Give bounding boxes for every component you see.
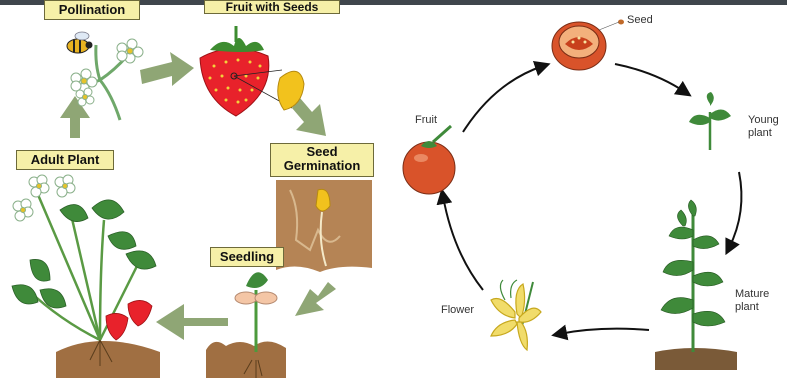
stage-label-young-plant-line1: Young (748, 114, 779, 127)
tomato-cycle-illustration (393, 0, 787, 378)
tomato-life-cycle: Seed Young plant Mature plant Flower Fru… (393, 0, 787, 378)
stage-label-seed-germination: Seed Germination (270, 143, 374, 177)
flower (71, 69, 97, 93)
strawberry-life-cycle: Pollination Fruit with Seeds Seed Germin… (0, 0, 393, 378)
stage-label-flower: Flower (441, 304, 474, 317)
arrow-mature-to-flower (559, 329, 649, 334)
stage-label-mature-plant-line1: Mature (735, 288, 769, 301)
seed-germination (276, 180, 372, 272)
mature-plant (655, 200, 737, 370)
stage-label-young-plant-line2: plant (748, 127, 779, 140)
stage-label-mature-plant: Mature plant (735, 288, 769, 314)
flower (76, 88, 94, 106)
stage-label-seedling: Seedling (210, 247, 284, 267)
arrow-germination-to-seedling (295, 282, 336, 316)
stage-label-young-plant: Young plant (748, 114, 779, 140)
stage-label-adult-plant: Adult Plant (16, 150, 114, 170)
arrow-seed-to-young-plant (615, 64, 685, 92)
arrow-seedling-to-adult (156, 304, 228, 340)
stage-label-seed-germination-line1: Seed (271, 145, 373, 159)
tomato-fruit (403, 126, 455, 194)
strawberry-fruit (200, 26, 304, 116)
arrow-fruit-to-germination (292, 98, 326, 136)
stage-label-seed-germination-line2: Germination (271, 159, 373, 173)
arrow-young-plant-to-mature (729, 172, 741, 248)
stage-label-mature-plant-line2: plant (735, 301, 769, 314)
tomato-flower (491, 280, 541, 350)
cycle-arrows (443, 64, 741, 334)
arrow-pollination-to-fruit (140, 52, 194, 86)
bee-icon (67, 32, 93, 53)
sliced-tomato (552, 20, 624, 71)
arrow-fruit-to-seed (463, 66, 543, 132)
stage-label-seed: Seed (627, 14, 653, 27)
flower (117, 39, 143, 63)
stage-label-fruit: Fruit (415, 114, 437, 127)
strawberry-cycle-illustration (0, 0, 393, 378)
adult-plant (12, 175, 160, 378)
arrow-flower-to-fruit (443, 196, 483, 290)
stage-label-fruit-with-seeds: Fruit with Seeds (204, 0, 340, 14)
young-plant (689, 92, 731, 150)
strawberry-icon (106, 300, 152, 340)
stage-label-pollination: Pollination (44, 0, 140, 20)
